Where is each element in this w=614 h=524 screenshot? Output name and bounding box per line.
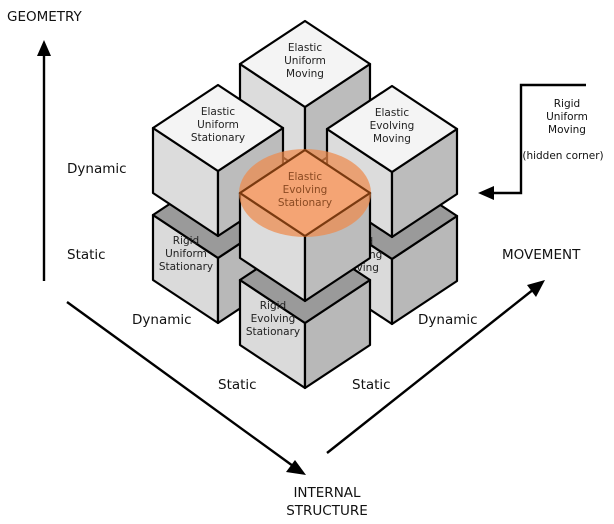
hidden-corner-line-1: Rigid: [554, 98, 580, 110]
cube-label-line: Uniform: [197, 119, 239, 131]
movement-tick-dynamic: Dynamic: [418, 312, 478, 328]
cube-label-line: Evolving: [370, 120, 415, 132]
internal-structure-axis: INTERNAL STRUCTURE Dynamic Static: [66, 301, 368, 519]
cube-label-line: Uniform: [284, 55, 326, 67]
geometry-axis: GEOMETRY Dynamic Static: [7, 9, 127, 281]
cube-stack: RigidUniformStationaryRigidEvolvingMovin…: [151, 19, 459, 390]
hidden-corner-arrowhead-icon: [478, 186, 494, 200]
cube-label-line: Elastic: [201, 106, 235, 118]
highlight-top-face: [238, 148, 372, 238]
geometry-axis-label: GEOMETRY: [7, 9, 83, 25]
geometry-tick-static: Static: [67, 247, 106, 263]
cube-label-line: Elastic: [288, 171, 322, 183]
cube-label-line: Rigid: [173, 235, 199, 247]
cube-label-line: Stationary: [278, 197, 332, 209]
cube-label-line: Elastic: [375, 107, 409, 119]
hidden-corner-pointer-line: [492, 83, 586, 195]
hidden-corner-callout: Rigid Uniform Moving (hidden corner): [478, 83, 604, 200]
internal-structure-tick-dynamic: Dynamic: [132, 312, 192, 328]
cube-label-line: Uniform: [165, 248, 207, 260]
internal-structure-label-line2: STRUCTURE: [286, 503, 368, 519]
movement-tick-static: Static: [352, 377, 391, 393]
internal-structure-label-line1: INTERNAL: [293, 485, 361, 501]
geometry-arrowhead-icon: [37, 40, 51, 56]
cube-label-line: Moving: [373, 133, 411, 145]
hidden-corner-line-3: Moving: [548, 124, 586, 136]
cube-label-line: Evolving: [283, 184, 328, 196]
geometry-tick-dynamic: Dynamic: [67, 161, 127, 177]
cube-top-face: [325, 84, 459, 174]
cube-top-face: [238, 19, 372, 109]
internal-structure-axis-line: [66, 301, 294, 467]
cube-label-line: Elastic: [288, 42, 322, 54]
cube-label-line: Moving: [286, 68, 324, 80]
movement-arrowhead-icon: [527, 280, 545, 297]
hidden-corner-line-2: Uniform: [546, 111, 588, 123]
internal-structure-arrowhead-icon: [286, 460, 306, 475]
internal-structure-tick-static: Static: [218, 377, 257, 393]
cube-label-line: Stationary: [191, 132, 245, 144]
movement-axis-line: [326, 288, 535, 454]
cube-label-line: Evolving: [251, 313, 296, 325]
movement-axis: MOVEMENT Static Dynamic: [326, 247, 581, 454]
cube-label-line: Rigid: [260, 300, 286, 312]
cube-top-face: [151, 83, 285, 173]
cube-label-line: Stationary: [246, 326, 300, 338]
cube-label-line: Stationary: [159, 261, 213, 273]
hidden-corner-note: (hidden corner): [522, 150, 603, 162]
movement-axis-label: MOVEMENT: [502, 247, 581, 263]
